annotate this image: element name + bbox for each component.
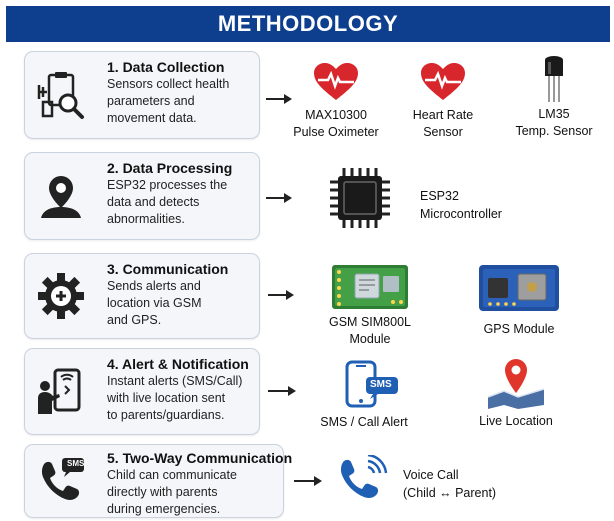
voice-call-label: Voice Call (Child ↔ Parent)	[403, 468, 497, 500]
page-title: METHODOLOGY	[6, 6, 610, 42]
step-communication: 3. Communication Sends alerts and locati…	[24, 253, 260, 339]
step-text: 4. Alert & Notification Instant alerts (…	[107, 356, 255, 424]
step-title: 4. Alert & Notification	[107, 356, 249, 372]
arrow-connector	[268, 386, 296, 396]
step-title: 1. Data Collection	[107, 59, 225, 75]
step-title: 3. Communication	[107, 261, 229, 277]
esp32-chip-icon	[330, 168, 390, 228]
gear-icon	[38, 273, 84, 319]
step-title: 5. Two-Way Communication	[107, 450, 293, 466]
sms-bubble-icon	[366, 377, 398, 399]
step-title: 2. Data Processing	[107, 160, 233, 176]
step-text: 1. Data Collection Sensors collect healt…	[107, 59, 255, 127]
esp32-label: ESP32 Microcontroller	[420, 189, 502, 221]
device-label: SMS / Call Alert	[320, 415, 408, 429]
step-description: Sends alerts and location via GSM and GP…	[107, 279, 202, 327]
step-two-way-communication: SMS 5. Two-Way Communication Child can c…	[24, 444, 293, 518]
person-location-icon	[41, 176, 81, 218]
device-label: GPS Module	[483, 322, 555, 336]
live-location: Live Location	[464, 357, 568, 430]
step-text: 5. Two-Way Communication Child can commu…	[107, 450, 293, 518]
device-label: Heart Rate Sensor	[412, 108, 474, 139]
phone-sms-icon	[41, 458, 84, 500]
step-description: ESP32 processes the data and detects abn…	[107, 178, 228, 226]
step-data-processing: 2. Data Processing ESP32 processes the d…	[24, 152, 260, 240]
heart-pulse-icon	[421, 63, 465, 100]
arrow-connector	[268, 290, 294, 300]
step-text: 2. Data Processing ESP32 processes the d…	[107, 160, 255, 228]
sms-call-alert: SMS SMS / Call Alert	[312, 360, 416, 431]
step-text: 3. Communication Sends alerts and locati…	[107, 261, 255, 329]
device-label: LM35 Temp. Sensor	[515, 107, 593, 138]
heart-rate-sensor: Heart Rate Sensor	[398, 62, 488, 141]
device-label: GSM SIM800L Module	[329, 315, 411, 346]
lm35-sensor: LM35 Temp. Sensor	[508, 56, 600, 140]
sms-badge-label: SMS	[67, 459, 85, 468]
step-data-collection: 1. Data Collection Sensors collect healt…	[24, 51, 260, 139]
gps-module: GPS Module	[474, 264, 564, 338]
step-description: Child can communicate directly with pare…	[107, 468, 237, 516]
person-phone-alert-icon	[38, 368, 81, 414]
heart-pulse-icon	[314, 63, 358, 100]
sms-phone-graphic: SMS	[329, 360, 399, 410]
step-alert-notification: 4. Alert & Notification Instant alerts (…	[24, 348, 260, 435]
gps-module-icon	[479, 265, 559, 311]
device-label: MAX10300 Pulse Oximeter	[293, 108, 379, 139]
arrow-connector	[266, 94, 292, 104]
arrow-connector	[294, 476, 322, 486]
device-label: Live Location	[479, 414, 553, 428]
gsm-module: GSM SIM800L Module	[318, 264, 422, 348]
clipboard-magnifier-icon	[37, 72, 84, 119]
step-description: Instant alerts (SMS/Call) with live loca…	[107, 374, 243, 422]
transistor-icon	[545, 56, 563, 102]
gsm-module-icon	[332, 265, 408, 309]
phone-call-icon	[340, 455, 388, 498]
sms-bubble-text: SMS	[370, 379, 392, 390]
max10300-sensor: MAX10300 Pulse Oximeter	[286, 62, 386, 141]
arrow-connector	[266, 193, 292, 203]
map-pin-icon	[487, 359, 545, 409]
step-description: Sensors collect health parameters and mo…	[107, 77, 230, 125]
